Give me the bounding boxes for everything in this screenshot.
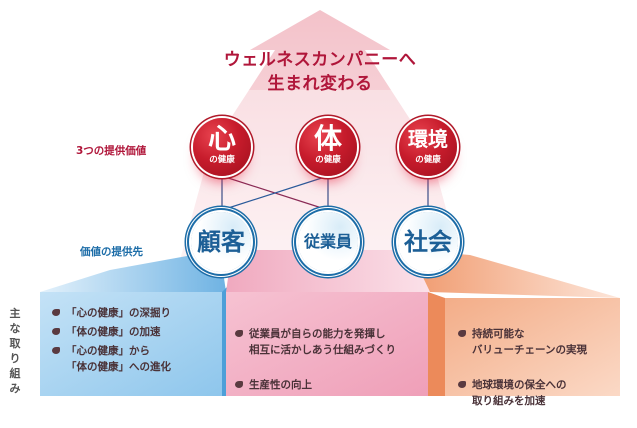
- bullet-icon: [458, 381, 466, 388]
- value-circle-mind: 心 の健康: [193, 118, 251, 176]
- bullet-icon: [52, 309, 60, 316]
- bullet-icon: [52, 328, 60, 335]
- list-item: 生産性の向上: [235, 377, 425, 393]
- value-sub: の健康: [315, 155, 341, 165]
- panel-employees: 従業員が自らの能力を発揮し 相互に活かしあう仕組みづくり 生産性の向上: [235, 310, 425, 412]
- target-circle-employees: 従業員: [298, 212, 358, 272]
- value-circle-environment: 環境 の健康: [399, 118, 457, 176]
- target-circle-society: 社会: [398, 212, 458, 272]
- panel-society: 持続可能な バリューチェーンの実現 地球環境の保全への 取り組みを加速: [458, 310, 618, 428]
- value-main: 体: [313, 122, 342, 155]
- panel-orange-top: [410, 250, 620, 298]
- bullet-icon: [235, 330, 243, 337]
- panel-blue-top: [40, 250, 226, 292]
- row-label-initiatives: 主な取り組み: [9, 307, 21, 395]
- headline-line1: ウェルネスカンパニーへ: [223, 50, 417, 70]
- list-item: 「心の健康」から 「体の健康」への進化: [52, 343, 222, 375]
- list-item: 従業員が自らの能力を発揮し 相互に活かしあう仕組みづくり: [235, 326, 425, 358]
- list-item: 持続可能な バリューチェーンの実現: [458, 326, 618, 358]
- value-sub: の健康: [209, 155, 235, 165]
- target-circle-customers: 顧客: [191, 212, 251, 272]
- headline-line2: 生まれ変わる: [267, 74, 373, 94]
- connector-lines: [221, 175, 429, 211]
- panel-blue-front: [40, 292, 222, 396]
- bullet-icon: [458, 330, 466, 337]
- headline: ウェルネスカンパニーへ 生まれ変わる: [200, 48, 440, 96]
- panel-pink-front: [226, 292, 428, 396]
- list-item: 「体の健康」の加速: [52, 324, 222, 340]
- value-sub: の健康: [415, 155, 441, 165]
- list-item: 「心の健康」の深掘り: [52, 305, 222, 321]
- panel-customers: 「心の健康」の深掘り 「体の健康」の加速 「心の健康」から 「体の健康」への進化: [52, 305, 222, 378]
- bullet-icon: [235, 381, 243, 388]
- row-label-values: 3つの提供価値: [76, 145, 147, 157]
- row-label-targets: 価値の提供先: [80, 246, 143, 258]
- value-main: 心: [207, 122, 236, 155]
- panel-orange-front: [445, 298, 620, 396]
- list-item: 地球環境の保全への 取り組みを加速: [458, 377, 618, 409]
- value-circle-body: 体 の健康: [299, 118, 357, 176]
- panel-orange-side: [428, 292, 445, 396]
- value-main: 環境: [408, 127, 448, 151]
- bullet-icon: [52, 347, 60, 354]
